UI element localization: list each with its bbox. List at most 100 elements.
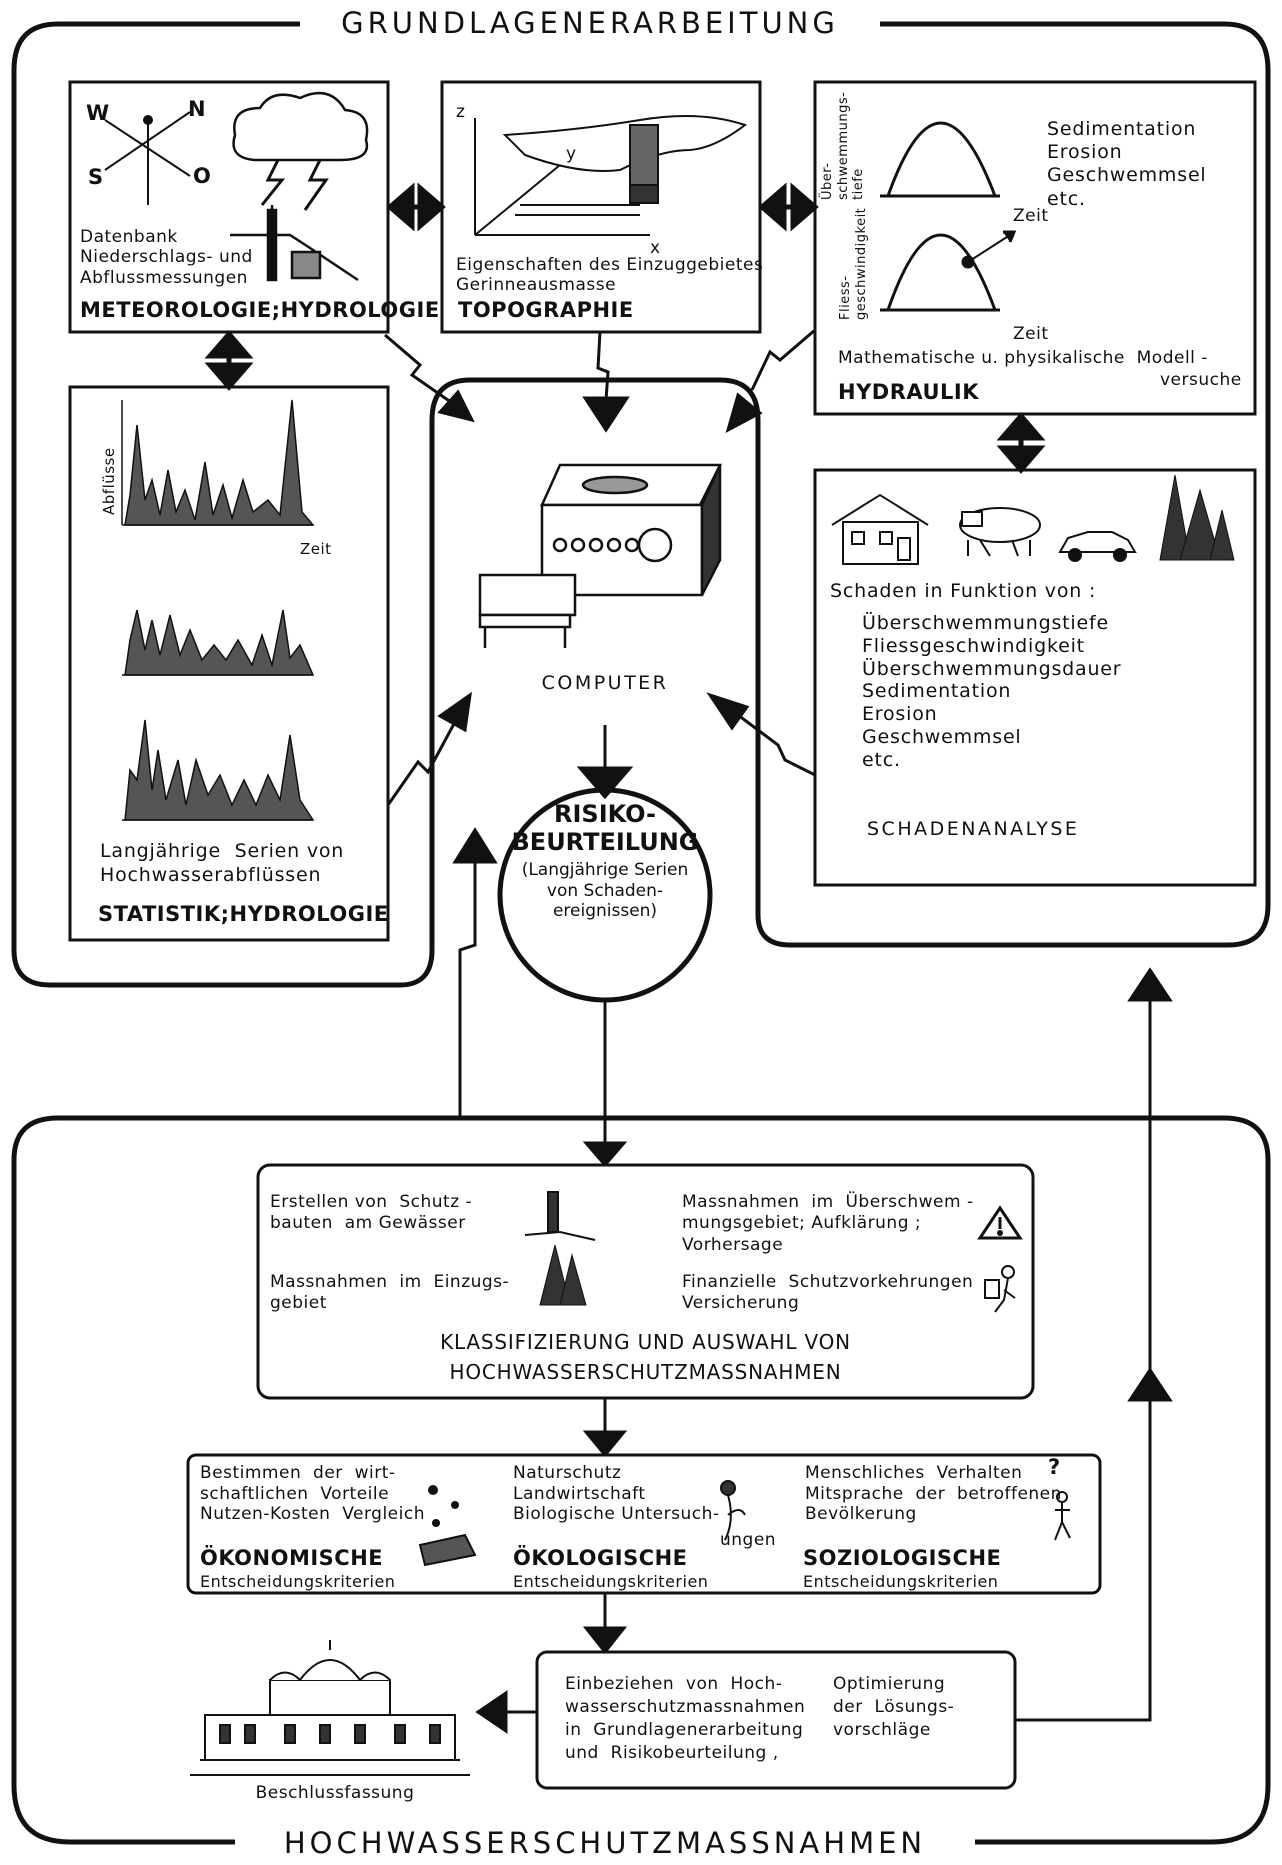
- sozio-sub: Entscheidungskriterien: [803, 1572, 999, 1591]
- schaden-list: Überschwemmungstiefe Fliessgeschwindigke…: [862, 612, 1121, 772]
- arrow-kriterien-einbez: [582, 1593, 628, 1655]
- computer-label: COMPUTER: [541, 672, 669, 694]
- statistik-heading: STATISTIK;HYDROLOGIE: [98, 902, 389, 926]
- topo-text: Eigenschaften des Einzuggebietes Gerinne…: [456, 255, 764, 296]
- kriterien-box: [186, 1453, 1102, 1595]
- title-top: GRUNDLAGENERARBEITUNG: [341, 6, 839, 40]
- statistik-text: Langjährige Serien von Hochwasserabflüss…: [100, 840, 345, 886]
- hydraulik-side-text: Sedimentation Erosion Geschwemmsel etc.: [1047, 118, 1207, 210]
- title-bottom: HOCHWASSERSCHUTZMASSNAHMEN: [283, 1826, 927, 1860]
- arrow-schaden-computer: [706, 692, 816, 777]
- hydrograph-2: [122, 609, 315, 676]
- arrow-risiko-klass: [582, 1000, 628, 1168]
- klass-item-1: Erstellen von Schutz - bauten am Gewässe…: [270, 1192, 473, 1234]
- compass-icon: [104, 111, 191, 205]
- arrow-meteo-computer: [384, 333, 475, 423]
- arrow-klass-kriterien: [582, 1398, 628, 1458]
- stick-figure-icon: [1054, 1491, 1071, 1541]
- beschluss-label: Beschlussfassung: [255, 1783, 415, 1803]
- einbez-left: Einbeziehen von Hoch- wasserschutzmassna…: [565, 1674, 806, 1763]
- hydraulik-ylabel-2: Fliess- geschwindigkeit: [838, 207, 869, 320]
- topo-axis-x: x: [650, 238, 661, 258]
- klass-item-4: Finanzielle Schutzvorkehrungen Versicher…: [682, 1272, 974, 1314]
- compass-w: W: [86, 101, 110, 125]
- oeko-sub: Entscheidungskriterien: [200, 1572, 396, 1591]
- gauge-icon: [230, 205, 359, 282]
- sozio-heading: SOZIOLOGISCHE: [803, 1546, 1002, 1570]
- oeko-text: Bestimmen der wirt- schaftlichen Vorteil…: [200, 1463, 425, 1525]
- bell-curve-icon: [880, 121, 1017, 312]
- compass-s: S: [88, 165, 104, 189]
- topography-sketch: [474, 115, 748, 236]
- dam-icon: [524, 1191, 596, 1241]
- schaden-item: etc.: [862, 748, 901, 771]
- hydraulik-zeit-1: Zeit: [1013, 206, 1049, 226]
- okol-heading: ÖKOLOGISCHE: [513, 1546, 688, 1570]
- bottom-frame: [11, 1115, 1271, 1845]
- risiko-title-1: RISIKO-: [554, 800, 656, 828]
- okol-sub: Entscheidungskriterien: [513, 1572, 709, 1591]
- car-icon: [1058, 531, 1137, 562]
- schaden-item: Erosion: [862, 703, 938, 726]
- schaden-item: Fliessgeschwindigkeit: [862, 634, 1085, 657]
- flower-icon: [720, 1480, 746, 1541]
- hydraulik-box: [813, 80, 1257, 416]
- arrow-hydraulik-computer: [725, 328, 816, 433]
- arrow-statistik-computer: [386, 691, 472, 806]
- hydrograph-1: [122, 399, 315, 526]
- klass-box: [256, 1163, 1035, 1400]
- hydraulik-zeit-2: Zeit: [1013, 324, 1049, 344]
- statistik-ylabel: Abflüsse: [100, 447, 118, 515]
- topo-box: [440, 80, 762, 334]
- double-arrow-topo-hydraulik: [758, 182, 819, 232]
- fir-trees-small-icon: [539, 1244, 587, 1306]
- meteo-text: Datenbank Niederschlags- und Abflussmess…: [80, 227, 253, 288]
- schaden-item: Überschwemmungsdauer: [862, 657, 1122, 680]
- klass-heading-2: HOCHWASSERSCHUTZMASSNAHMEN: [449, 1360, 842, 1384]
- topo-axis-y: y: [566, 144, 577, 164]
- schaden-item: Geschwemmsel: [862, 725, 1022, 748]
- warning-icon: [977, 1205, 1023, 1240]
- top-frame: [11, 21, 1271, 988]
- money-icon: [418, 1533, 477, 1567]
- klass-item-3: Massnahmen im Einzugs- gebiet: [270, 1272, 510, 1314]
- schaden-item: Sedimentation: [862, 680, 1012, 703]
- hydrograph-3: [122, 719, 315, 821]
- compass-o: O: [193, 164, 212, 188]
- double-arrow-hydraulik-schaden: [996, 412, 1046, 474]
- klass-heading-1: KLASSIFIZIERUNG UND AUSWAHL VON: [440, 1330, 851, 1354]
- schaden-item: Überschwemmungstiefe: [862, 612, 1109, 634]
- hydraulik-text-1: Mathematische u. physikalische Modell -: [838, 348, 1208, 368]
- fir-trees-icon: [1159, 474, 1235, 561]
- hydraulik-ylabel-1: Über- schwemmungs- tiefe: [820, 91, 867, 200]
- reader-icon: [984, 1265, 1016, 1313]
- parliament-icon: [190, 1640, 470, 1776]
- feedback-arrow-right: [1015, 967, 1173, 1722]
- arrow-computer-risiko: [576, 725, 634, 800]
- oeko-heading: ÖKONOMISCHE: [200, 1546, 384, 1570]
- double-arrow-meteo-statistik: [204, 330, 254, 391]
- coins-icon: [428, 1485, 459, 1527]
- risiko-title-2: BEURTEILUNG: [511, 828, 699, 856]
- arrow-einbez-beschluss: [475, 1690, 537, 1734]
- einbez-right: Optimierung der Lösungs- vorschläge: [833, 1674, 955, 1740]
- topo-heading: TOPOGRAPHIE: [458, 298, 634, 322]
- klass-item-2: Massnahmen im Überschwem - mungsgebiet; …: [682, 1192, 974, 1255]
- risiko-sub: (Langjährige Serien von Schaden- ereigni…: [521, 860, 689, 922]
- double-arrow-meteo-topo: [386, 182, 446, 232]
- hydraulik-text-2: versuche: [1160, 370, 1242, 390]
- sozio-question: ?: [1048, 1455, 1061, 1479]
- meteo-box: [68, 80, 390, 334]
- okol-extra: ungen: [720, 1530, 777, 1550]
- schaden-heading: SCHADENANALYSE: [867, 818, 1080, 840]
- topo-axis-z: z: [456, 102, 466, 122]
- thundercloud-icon: [232, 91, 369, 211]
- schaden-intro: Schaden in Funktion von :: [830, 580, 1097, 602]
- compass-n: N: [188, 97, 207, 121]
- feedback-arrow-left: [452, 827, 498, 1118]
- meteo-heading: METEOROLOGIE;HYDROLOGIE: [80, 298, 440, 322]
- statistik-xlabel: Zeit: [300, 540, 332, 558]
- hydraulik-heading: HYDRAULIK: [838, 380, 980, 404]
- sozio-text: Menschliches Verhalten Mitsprache der be…: [805, 1463, 1062, 1525]
